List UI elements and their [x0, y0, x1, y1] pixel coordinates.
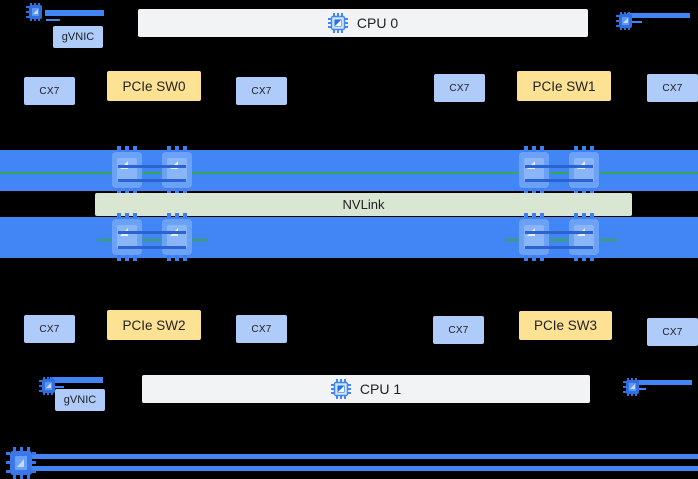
cx7-label: CX7	[448, 324, 469, 336]
nvlink-rail-line-top	[0, 172, 698, 174]
cpu0-label: CPU 0	[356, 15, 399, 31]
cx7-nic-box: CX7	[434, 74, 485, 102]
cx7-label: CX7	[449, 82, 470, 94]
cpu-chip-icon	[330, 379, 351, 399]
network-line-top-right-short	[628, 21, 642, 23]
gpu-link-line	[118, 179, 186, 182]
pcie-sw1-label: PCIe SW1	[532, 78, 596, 94]
cx7-label: CX7	[662, 326, 683, 338]
gpu-chip-icon	[112, 146, 142, 194]
pcie-switch-sw2-box: PCIe SW2	[107, 310, 201, 340]
gpu-link-line	[525, 165, 593, 168]
nvlink-rail-line-bottom-left	[98, 239, 208, 241]
gpu-link-line	[525, 246, 593, 249]
gvnic-box-bottom: gVNIC	[55, 389, 105, 411]
bottom-network-rail-upper	[28, 454, 698, 459]
nvlink-rail-line-bottom-right	[505, 239, 617, 241]
cx7-label: CX7	[662, 82, 683, 94]
gpu-link-line	[525, 179, 593, 182]
cpu1-box: CPU 1	[142, 375, 590, 403]
host-nic-chip-icon	[623, 378, 639, 396]
cx7-nic-box: CX7	[647, 318, 698, 346]
gvnic-label: gVNIC	[61, 31, 95, 43]
gpu-chip-icon	[519, 213, 549, 261]
network-line-top-right	[627, 13, 690, 18]
nvlink-label: NVLink	[342, 197, 385, 212]
gpu-chip-icon	[162, 213, 192, 261]
gpu-chip-icon	[569, 213, 599, 261]
pcie-sw2-label: PCIe SW2	[122, 317, 186, 333]
gpu-link-line	[525, 231, 593, 234]
cx7-label: CX7	[251, 323, 272, 335]
host-nic-chip-icon	[26, 3, 42, 21]
pcie-sw3-label: PCIe SW3	[533, 318, 598, 333]
gpu-chip-icon	[569, 146, 599, 194]
pcie-switch-sw1-box: PCIe SW1	[517, 71, 611, 101]
network-line-bottom-right	[632, 380, 692, 385]
gpu-link-line	[118, 165, 186, 168]
cx7-nic-box: CX7	[236, 315, 287, 343]
network-line-bottom-left-short	[50, 386, 64, 388]
cx7-nic-box: CX7	[24, 77, 75, 105]
gvnic-label: gVNIC	[63, 394, 97, 406]
cx7-label: CX7	[251, 85, 272, 97]
host-nic-chip-icon	[39, 377, 55, 395]
bottom-network-rail-lower	[22, 466, 698, 471]
cx7-nic-box: CX7	[433, 316, 484, 344]
nvlink-band: NVLink	[95, 193, 632, 216]
cpu-chip-icon	[327, 13, 348, 33]
pcie-switch-sw0-box: PCIe SW0	[107, 71, 201, 101]
gpu-link-line	[118, 231, 186, 234]
gvnic-box-top: gVNIC	[53, 26, 103, 48]
cx7-nic-box: CX7	[236, 77, 287, 105]
network-line-top-left	[45, 10, 104, 16]
gpu-chip-icon	[112, 213, 142, 261]
cx7-nic-box: CX7	[24, 315, 75, 343]
cx7-label: CX7	[39, 323, 60, 335]
network-line-bottom-left	[50, 377, 103, 383]
pcie-sw0-label: PCIe SW0	[122, 78, 186, 94]
cpu1-label: CPU 1	[359, 381, 402, 397]
pcie-switch-sw3-box: PCIe SW3	[519, 311, 612, 340]
network-line-top-left-short	[46, 19, 60, 21]
cx7-label: CX7	[39, 85, 60, 97]
cx7-nic-box: CX7	[647, 74, 698, 102]
rail-nic-chip-icon	[6, 447, 36, 479]
cpu0-box: CPU 0	[138, 9, 588, 37]
gpu-link-line	[118, 246, 186, 249]
host-nic-chip-icon	[616, 12, 632, 30]
gpu-chip-icon	[519, 146, 549, 194]
gpu-chip-icon	[162, 146, 192, 194]
